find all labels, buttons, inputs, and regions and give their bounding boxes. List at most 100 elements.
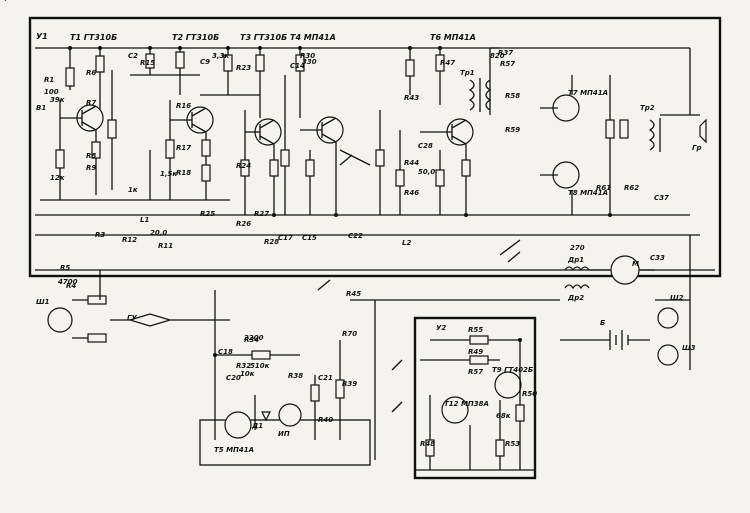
component-label: 3,3к [212,52,229,60]
component-label: R15 [140,59,155,67]
choke-dr1-icon [564,266,590,272]
component-label: ИП [278,430,290,438]
component-label: R49 [468,348,483,356]
component-label: 510к [250,362,270,370]
component-label: R30 [300,52,315,60]
meter-ip-icon [278,403,302,427]
component-label: Тр2 [640,104,655,112]
component-label: R8 [86,152,96,160]
component-label: R38 [288,372,303,380]
component-label: C17 [278,234,293,242]
component-label: ГУ [127,314,137,322]
component-label: 12к [50,174,65,182]
component-label: М [632,260,639,268]
stage-t5 [214,290,345,440]
component-label: R11 [158,242,173,250]
component-label: Т1 ГТ310Б [70,33,117,42]
component-label: 2200 [244,334,264,342]
component-label: 1,5к [160,170,177,178]
component-label: C33 [650,254,665,262]
component-label: R47 [440,59,455,67]
transistor-t12-icon [441,396,469,424]
component-label: R17 [176,144,191,152]
component-label: R70 [342,330,357,338]
component-label: R25 [200,210,215,218]
component-label: Т12 МП38А [444,400,489,408]
battery-block [560,235,691,370]
component-label: C21 [318,374,333,382]
component-label: 1к [128,186,138,194]
transformer-tr1-icon [468,79,475,111]
component-label: R48 [420,440,435,448]
component-label: Тр1 [460,69,475,77]
transistor-t9-icon [494,371,522,399]
component-label: C37 [654,194,669,202]
component-label: R55 [468,326,483,334]
motor-block [499,239,655,290]
component-label: Т9 ГТ402Б [492,366,533,374]
component-label: 50,0 [418,168,435,176]
component-label: Ш1 [36,298,50,306]
component-label: R34 [244,336,259,344]
diode-d1-icon [261,411,271,422]
component-label: 4700 [58,278,78,286]
component-label: R9 [86,164,96,172]
component-label: Т2 ГТ310Б [172,33,219,42]
component-label: 68к [496,412,511,420]
component-label: Т6 МП41А [430,33,476,42]
component-label: C28 [418,142,433,150]
component-label: Б [600,319,605,327]
component-label: Др2 [567,294,584,302]
component-label: R6 [86,69,96,77]
component-label: 10к [240,370,255,378]
component-label: Т4 МП41А [290,33,336,42]
junction-dots [68,46,612,357]
component-label: 330 [302,58,317,66]
stage-t3 [200,48,282,215]
transformer-tr2-icon [648,119,655,151]
input-block [47,270,230,343]
component-label: У1 [36,32,48,41]
switch-contacts [317,154,521,413]
component-label: R50 [522,390,537,398]
component-label: Т3 ГТ310Б [240,33,287,42]
component-label: Д1 [251,422,263,430]
component-label: R57 [500,60,515,68]
stage-t1 [40,48,140,201]
component-label: Т7 МП41А [568,89,608,97]
connector-sh1-icon [47,307,73,333]
component-label: R27 [254,210,269,218]
main-board-outline [28,16,722,278]
component-label: R40 [318,416,333,424]
component-label: Т8 МП41А [568,189,608,197]
component-label: C15 [302,234,317,242]
speaker-icon [699,118,707,144]
component-label: R53 [505,440,520,448]
component-label: R26 [236,220,251,228]
component-label: R12 [122,236,137,244]
component-label: 20,0 [150,229,167,237]
component-label: 39к [50,96,65,104]
component-label: R57 [468,368,483,376]
component-label: R23 [236,64,251,72]
component-label: R32 [236,362,251,370]
component-label: C20 [226,374,241,382]
component-label: Др1 [567,256,584,264]
component-label: L2 [402,239,411,247]
component-label: R28 [264,238,279,246]
component-label: R18 [176,169,191,177]
component-label: R4 [66,282,76,290]
stage-output [468,47,707,215]
component-label: Ш2 [670,294,684,302]
board-u2-outline [413,316,537,480]
stage-t6 [375,48,474,215]
component-label: R5 [60,264,70,272]
component-label: 100 [44,88,59,96]
component-label: C2 [128,52,138,60]
component-label: R62 [624,184,639,192]
component-label: R61 [596,184,611,192]
component-label: R59 [505,126,520,134]
